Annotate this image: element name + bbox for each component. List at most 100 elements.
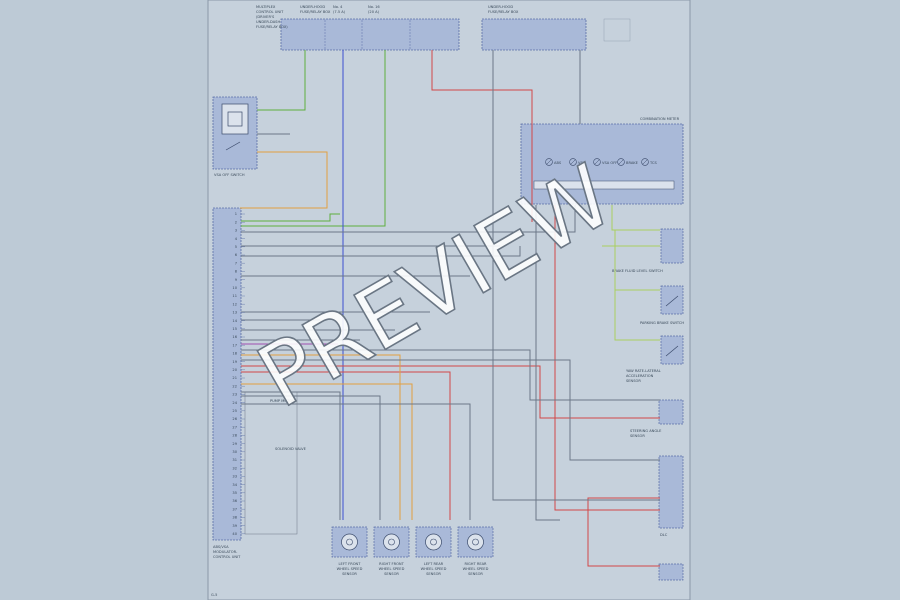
wheel-sensor-label: SENSOR bbox=[384, 572, 399, 576]
svg-text:ABS/VSA: ABS/VSA bbox=[213, 545, 229, 549]
svg-text:MULTIPLEX: MULTIPLEX bbox=[256, 5, 276, 9]
svg-text:PUMP MOTOR: PUMP MOTOR bbox=[270, 399, 295, 403]
module-pin-number: 12 bbox=[232, 302, 237, 306]
indicator-lamp bbox=[545, 158, 553, 166]
top-mid-labels: UNDER-HOOD FUSE/RELAY BOX No. 4 (7.5 A) … bbox=[300, 5, 519, 14]
module-pin-number: 21 bbox=[232, 376, 237, 380]
svg-text:SOLENOID VALVE: SOLENOID VALVE bbox=[275, 447, 307, 451]
abs-vsa-module-label: ABS/VSA MODULATOR- CONTROL UNIT bbox=[213, 545, 241, 559]
wire-1 bbox=[241, 50, 386, 227]
indicator-label: VSA bbox=[578, 161, 586, 165]
module-pin-number: 22 bbox=[232, 384, 237, 388]
module-pin-number: 20 bbox=[232, 368, 237, 372]
steering-angle-label: STEERING ANGLE SENSOR bbox=[630, 429, 662, 438]
wires bbox=[240, 50, 660, 567]
wire-13 bbox=[492, 50, 660, 501]
wire-7 bbox=[241, 371, 451, 520]
svg-text:(DRIVER'S: (DRIVER'S bbox=[256, 15, 275, 19]
wheel-sensor-label: LEFT REAR bbox=[424, 562, 444, 566]
svg-text:UNDER-HOOD: UNDER-HOOD bbox=[488, 5, 513, 9]
wire-32 bbox=[614, 230, 660, 341]
module-pin-number: 8 bbox=[235, 270, 238, 274]
module-pin-number: 34 bbox=[232, 483, 237, 487]
module-pin-number: 7 bbox=[235, 261, 237, 265]
module-pin-number: 27 bbox=[232, 425, 237, 429]
module-pin-number: 5 bbox=[235, 245, 237, 249]
module-pin-number: 40 bbox=[232, 532, 237, 536]
svg-text:DLC: DLC bbox=[660, 533, 668, 537]
steering-angle-sensor-box bbox=[658, 399, 684, 425]
svg-text:FUSE/RELAY BOX): FUSE/RELAY BOX) bbox=[256, 25, 288, 29]
wire-4 bbox=[431, 50, 533, 222]
wire-26 bbox=[241, 349, 660, 401]
top-left-label: MULTIPLEX CONTROL UNIT (DRIVER'S UNDER-D… bbox=[256, 5, 288, 29]
wheel-sensor-label: RIGHT REAR bbox=[464, 562, 487, 566]
module-pin-number: 18 bbox=[232, 352, 237, 356]
module-pin-number: 23 bbox=[232, 393, 237, 397]
wire-9 bbox=[240, 151, 328, 209]
vsa-switch-label: VSA OFF SWITCH bbox=[214, 173, 245, 177]
svg-text:(20 A): (20 A) bbox=[368, 10, 380, 14]
wheel-sensor-label: SENSOR bbox=[342, 572, 357, 576]
module-pin-number: 17 bbox=[232, 343, 237, 347]
indicator-label: BRAKE bbox=[626, 161, 639, 165]
wire-11 bbox=[241, 383, 413, 520]
module-pin-number: 28 bbox=[232, 434, 237, 438]
indicator-label: VSA OFF bbox=[602, 161, 617, 165]
wire-16 bbox=[241, 246, 521, 257]
svg-text:YAW RATE-LATERAL: YAW RATE-LATERAL bbox=[626, 369, 661, 373]
svg-text:CONTROL UNIT: CONTROL UNIT bbox=[256, 10, 284, 14]
module-pin-number: 26 bbox=[232, 417, 237, 421]
bottom-right-box bbox=[658, 563, 684, 581]
wire-10 bbox=[241, 354, 401, 520]
indicator-lamp bbox=[641, 158, 649, 166]
yaw-sensor-label: YAW RATE-LATERAL ACCELERATION SENSOR bbox=[626, 369, 661, 383]
module-pin-number: 30 bbox=[232, 450, 237, 454]
module-pin-number: 25 bbox=[232, 409, 237, 413]
module-pin-number: 39 bbox=[232, 524, 237, 528]
module-pin-number: 24 bbox=[232, 401, 237, 405]
dlc-box bbox=[658, 455, 684, 529]
module-pin-number: 6 bbox=[235, 253, 238, 257]
module-pin-number: 2 bbox=[235, 220, 237, 224]
indicator-lamp bbox=[617, 158, 625, 166]
module-pin-number: 10 bbox=[232, 286, 237, 290]
fuse-relay-box-left bbox=[280, 18, 460, 51]
wheel-sensor-label: WHEEL SPEED bbox=[379, 567, 405, 571]
wheel-sensor-label: LEFT FRONT bbox=[339, 562, 362, 566]
wire-29 bbox=[611, 205, 660, 231]
module-pin-number: 3 bbox=[235, 229, 237, 233]
combination-meter bbox=[520, 123, 684, 205]
svg-text:SENSOR: SENSOR bbox=[630, 434, 645, 438]
module-pin-number: 9 bbox=[235, 278, 238, 282]
indicator-lamp bbox=[593, 158, 601, 166]
combination-meter-label: COMBINATION METER bbox=[640, 117, 680, 121]
wire-25 bbox=[241, 403, 471, 520]
svg-text:UNDER-HOOD: UNDER-HOOD bbox=[300, 5, 325, 9]
module-pin-number: 15 bbox=[232, 327, 237, 331]
module-pin-rows: 1234567891011121314151617181920212223242… bbox=[232, 212, 245, 536]
wire-23 bbox=[241, 391, 341, 520]
wheel-sensor-label: WHEEL SPEED bbox=[463, 567, 489, 571]
top-right-sensor bbox=[603, 18, 631, 42]
module-pin-number: 31 bbox=[232, 458, 237, 462]
wheel-sensor-label: SENSOR bbox=[426, 572, 441, 576]
wheel-sensor-label: SENSOR bbox=[468, 572, 483, 576]
module-pin-number: 29 bbox=[232, 442, 237, 446]
svg-text:PARKING BRAKE SWITCH: PARKING BRAKE SWITCH bbox=[640, 321, 684, 325]
brake-fluid-switch-box bbox=[660, 228, 684, 264]
module-pin-number: 14 bbox=[232, 319, 237, 323]
fuse-relay-box-right bbox=[481, 18, 587, 51]
wire-0 bbox=[257, 50, 306, 111]
svg-text:(7.5 A): (7.5 A) bbox=[333, 10, 346, 14]
wire-24 bbox=[241, 395, 381, 520]
yaw-sensor-box bbox=[660, 335, 684, 365]
indicator-label: TCS bbox=[649, 161, 657, 165]
module-pin-number: 4 bbox=[235, 237, 238, 241]
wire-5 bbox=[554, 205, 660, 511]
abs-vsa-module bbox=[212, 207, 242, 541]
svg-text:CONTROL UNIT: CONTROL UNIT bbox=[213, 555, 241, 559]
svg-text:ACCELERATION: ACCELERATION bbox=[626, 374, 654, 378]
